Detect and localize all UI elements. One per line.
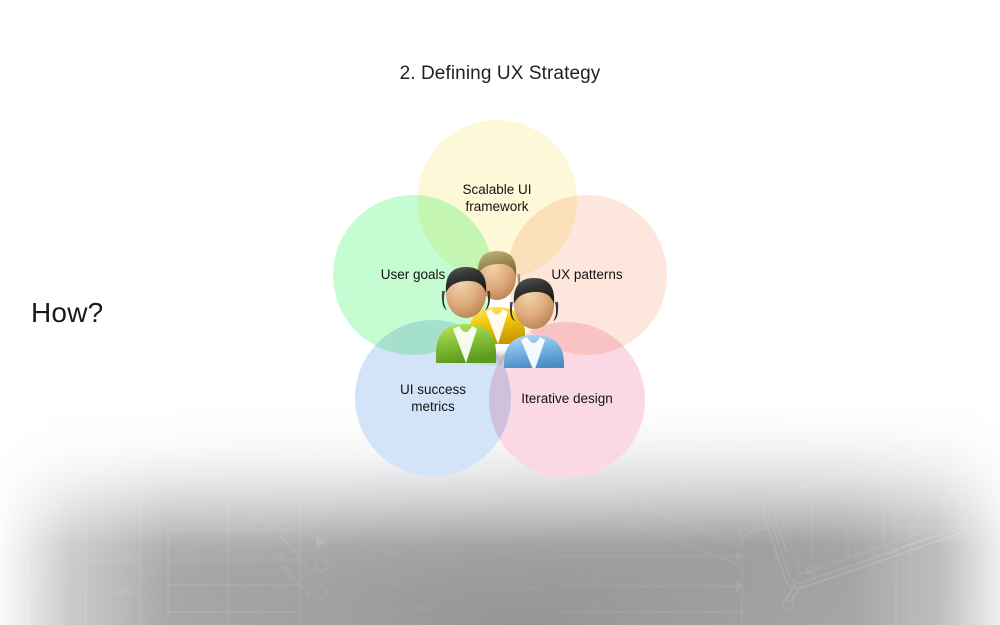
person-back-center	[469, 251, 525, 344]
venn-label-ux-patterns: UX patterns	[551, 267, 623, 282]
slide-title: 2. Defining UX Strategy	[399, 63, 601, 84]
venn-label-ui-success-metrics: UI success metrics	[399, 382, 467, 414]
person-front-right	[504, 278, 564, 368]
venn-label-user-goals: User goals	[380, 267, 446, 282]
venn-label-iterative-design: Iterative design	[521, 391, 613, 406]
question-label: How?	[31, 297, 104, 328]
person-left	[436, 267, 496, 363]
three-users-icon	[436, 251, 564, 368]
venn-label-scalable-ui-framework: Scalable UI framework	[462, 182, 532, 214]
